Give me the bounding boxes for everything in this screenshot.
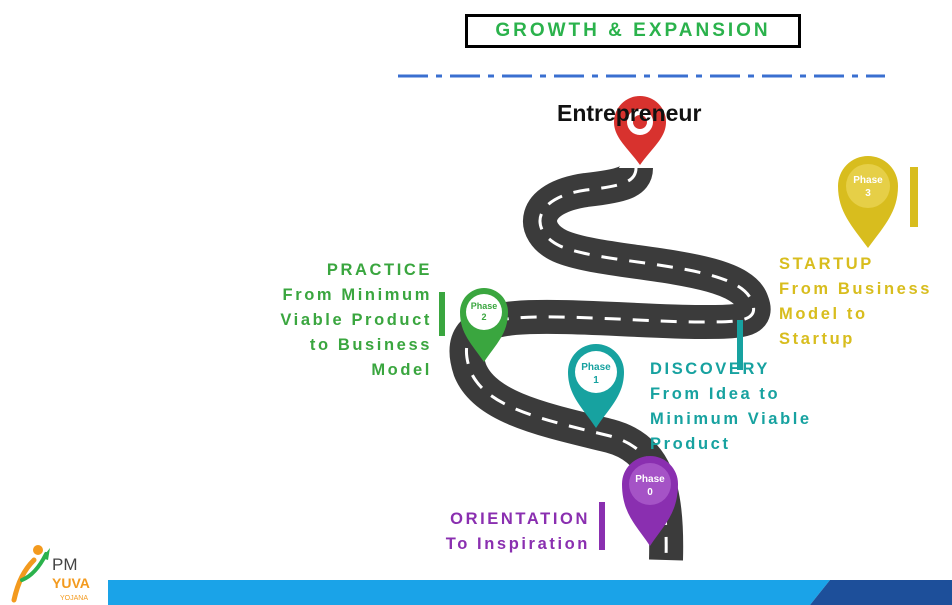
logo-line3: YOJANA bbox=[60, 595, 88, 602]
phase1-description: DISCOVERY From Idea to Minimum Viable Pr… bbox=[650, 357, 812, 457]
phase2-line: Viable Product bbox=[280, 311, 432, 329]
phase2-description: PRACTICE From Minimum Viable Product to … bbox=[280, 258, 432, 383]
phase2-bar bbox=[439, 292, 445, 336]
phase2-heading: PRACTICE bbox=[326, 261, 432, 279]
road bbox=[449, 164, 771, 561]
phase3-pin-label: Phase bbox=[853, 175, 883, 186]
phase0-heading: ORIENTATION bbox=[450, 510, 590, 528]
phase2-line: Model bbox=[371, 361, 432, 379]
phase2-line: to Business bbox=[309, 336, 432, 354]
logo-line2: YUVA bbox=[52, 575, 90, 591]
destination-pin-icon bbox=[614, 96, 666, 165]
footer-band-dark bbox=[810, 580, 952, 605]
phase3-heading: STARTUP bbox=[779, 255, 874, 273]
pm-yuva-logo-icon: PM YUVA YOJANA bbox=[11, 545, 90, 603]
phase3-pin-number: 3 bbox=[865, 188, 871, 199]
phase1-line: Minimum Viable bbox=[650, 410, 812, 428]
phase1-heading: DISCOVERY bbox=[650, 360, 770, 378]
phase0-pin-number: 0 bbox=[647, 487, 653, 498]
phase3-line: Startup bbox=[779, 330, 855, 348]
phase3-bar bbox=[910, 167, 918, 227]
phase1-pin-label: Phase bbox=[581, 362, 611, 373]
phase1-line: From Idea to bbox=[650, 385, 781, 403]
phase2-pin-number: 2 bbox=[481, 312, 486, 322]
footer-band-light bbox=[108, 580, 830, 605]
phase1-pin-icon: Phase 1 bbox=[568, 344, 624, 428]
phase3-line: Model to bbox=[779, 305, 868, 323]
phase0-line: To Inspiration bbox=[445, 535, 590, 553]
phase3-description: STARTUP From Business Model to Startup bbox=[779, 252, 932, 352]
logo-line1: PM bbox=[52, 555, 78, 574]
phase2-pin-icon: Phase 2 bbox=[460, 288, 508, 362]
phase0-pin-label: Phase bbox=[635, 474, 665, 485]
phase3-line: From Business bbox=[779, 280, 932, 298]
phase3-pin-icon: Phase 3 bbox=[838, 156, 898, 248]
phase0-bar bbox=[599, 502, 605, 550]
phase1-bar bbox=[737, 320, 743, 370]
title-box: GROWTH & EXPANSION bbox=[465, 14, 801, 48]
phase0-pin-icon: Phase 0 bbox=[622, 456, 678, 546]
title-text: GROWTH & EXPANSION bbox=[495, 20, 771, 41]
phase1-pin-number: 1 bbox=[593, 375, 599, 386]
phase2-line: From Minimum bbox=[282, 286, 432, 304]
phase0-description: ORIENTATION To Inspiration bbox=[446, 507, 590, 557]
phase1-line: Product bbox=[650, 435, 731, 453]
phase2-pin-label: Phase bbox=[471, 301, 498, 311]
destination-label: Entrepreneur bbox=[557, 100, 702, 126]
